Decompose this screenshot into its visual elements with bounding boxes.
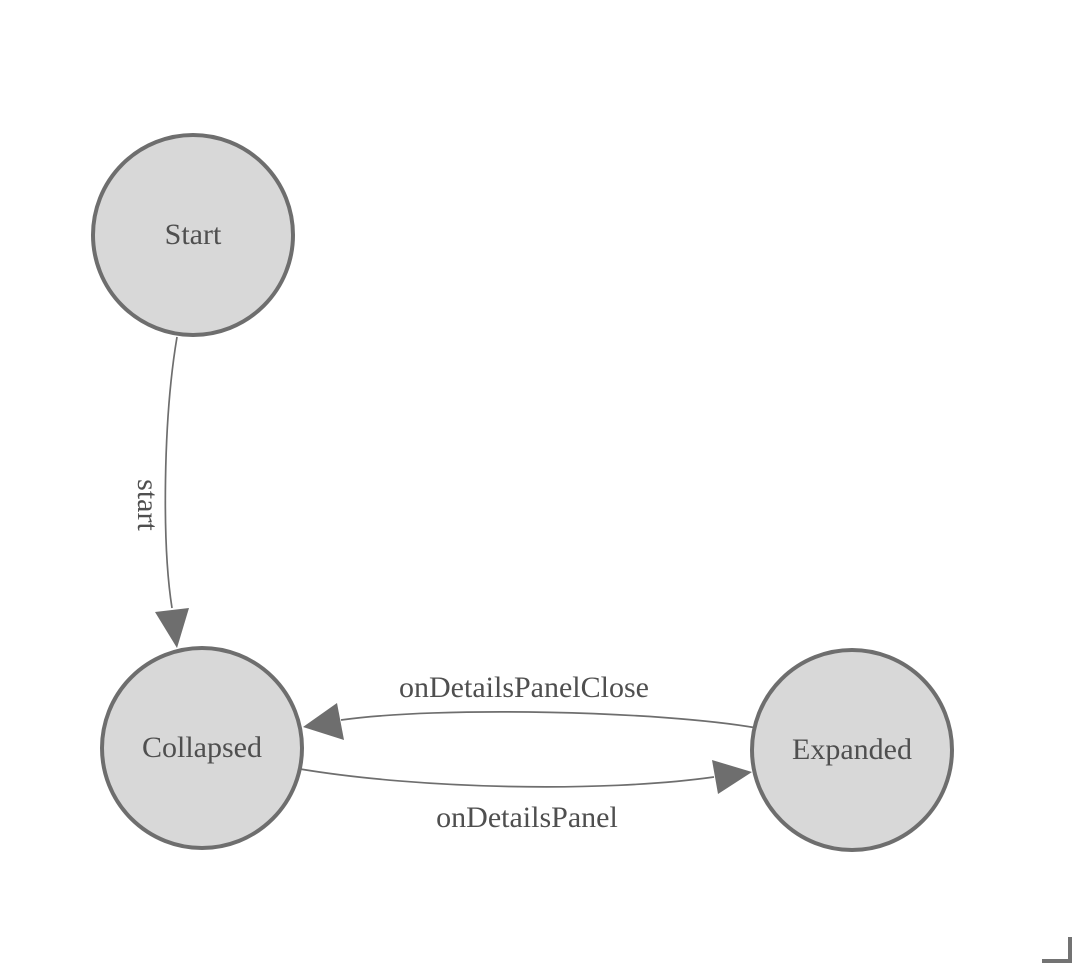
edge-label-start: start xyxy=(131,479,164,531)
edge-start-to-collapsed-path xyxy=(164,336,178,609)
edge-collapsed-to-expanded-path xyxy=(299,768,715,788)
resize-corner-vertical-bar xyxy=(1068,937,1072,963)
resize-corner-horizontal-bar xyxy=(1042,959,1072,963)
state-node-start-circle[interactable] xyxy=(91,133,295,337)
state-node-expanded-circle[interactable] xyxy=(750,648,954,852)
edge-start-to-collapsed: start xyxy=(131,336,189,648)
edge-collapsed-to-expanded: onDetailsPanel xyxy=(299,760,752,834)
arrowhead-into-collapsed-top-icon xyxy=(155,608,189,648)
state-node-collapsed-label: Collapsed xyxy=(142,731,262,764)
state-node-collapsed[interactable]: Collapsed xyxy=(100,646,304,850)
edge-expanded-to-collapsed-path xyxy=(340,711,758,729)
arrowhead-into-collapsed-right-icon xyxy=(303,703,344,740)
resize-corner-icon[interactable] xyxy=(1042,937,1072,963)
state-node-start-label: Start xyxy=(165,218,222,251)
edge-label-ondetailspanel: onDetailsPanel xyxy=(436,801,618,834)
state-node-start[interactable]: Start xyxy=(91,133,295,337)
edge-label-ondetailspanelclose: onDetailsPanelClose xyxy=(399,671,649,704)
arrowhead-into-expanded-icon xyxy=(712,760,752,794)
state-node-collapsed-circle[interactable] xyxy=(100,646,304,850)
edge-expanded-to-collapsed: onDetailsPanelClose xyxy=(303,671,758,740)
state-node-expanded-label: Expanded xyxy=(792,733,912,766)
state-node-expanded[interactable]: Expanded xyxy=(750,648,954,852)
